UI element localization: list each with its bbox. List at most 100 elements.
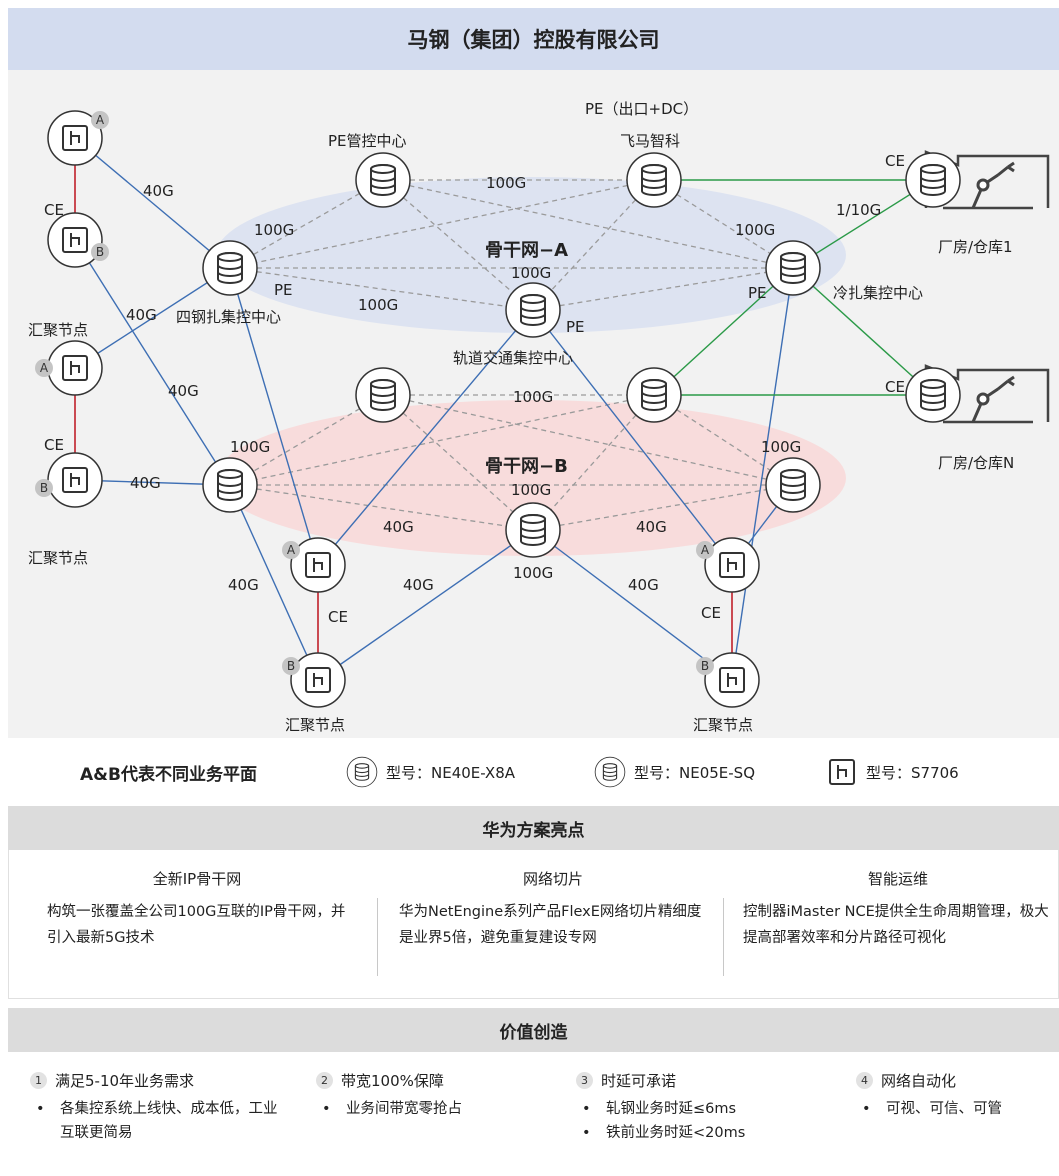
label-huiju: 汇聚节点: [693, 716, 753, 734]
value-item-title: 带宽100%保障: [341, 1072, 444, 1090]
label-huiju: 汇聚节点: [28, 321, 88, 339]
badge-b: B: [96, 245, 104, 259]
router-lengza: [765, 240, 821, 296]
value-item-title: 网络自动化: [881, 1072, 957, 1090]
label-pe: PE: [274, 281, 293, 299]
router-feima: [626, 152, 682, 208]
badge-a: A: [287, 543, 296, 557]
page-title: 马钢（集团）控股有限公司: [8, 8, 1059, 70]
label-ce: CE: [328, 608, 348, 626]
label-feima: 飞马智科: [620, 132, 680, 150]
label-pe: PE: [748, 284, 767, 302]
highlight-text: 华为NetEngine系列产品FlexE网络切片精细度是业界5倍，避免重复建设专…: [399, 904, 702, 946]
highlight-text: 构筑一张覆盖全公司100G互联的IP骨干网，并引入最新5G技术: [47, 904, 346, 946]
label-1-10g: 1/10G: [836, 201, 881, 219]
label-ce: CE: [885, 152, 905, 170]
highlight-title: 全新IP骨干网: [152, 870, 242, 888]
router-guidao: [505, 282, 561, 338]
router-ce-factory-1: [905, 152, 961, 208]
value-bullet: 铁前业务时延<20ms: [606, 1125, 746, 1141]
label-pe-exit: PE（出口+DC）: [585, 100, 698, 118]
router-b-3: [202, 457, 258, 513]
value-bullet: 各集控系统上线快、成本低，工业互联更简易: [60, 1101, 278, 1141]
badge-a: A: [701, 543, 710, 557]
label-100g: 100G: [358, 296, 398, 314]
switch-left-2a: [47, 340, 103, 396]
legend-model-3: 型号：S7706: [866, 764, 959, 782]
highlight-item: 网络切片 华为NetEngine系列产品FlexE网络切片精细度是业界5倍，避免…: [399, 850, 707, 951]
label-ce: CE: [44, 201, 64, 219]
label-ce: CE: [44, 436, 64, 454]
label-100g: 100G: [254, 221, 294, 239]
label-guidao: 轨道交通集控中心: [453, 349, 573, 367]
highlight-item: 智能运维 控制器iMaster NCE提供全生命周期管理，极大提高部署效率和分片…: [743, 850, 1053, 951]
badge-b: B: [701, 659, 709, 673]
backbone-b-zone: [216, 400, 846, 556]
label-pe: PE: [566, 318, 585, 336]
label-40g: 40G: [403, 576, 434, 594]
label-100g: 100G: [511, 264, 551, 282]
badge-a: A: [40, 361, 49, 375]
badge-b: B: [287, 659, 295, 673]
label-100g: 100G: [230, 438, 270, 456]
label-factory-n: 厂房/仓库N: [938, 454, 1014, 472]
legend-model-2: 型号：NE05E-SQ: [634, 764, 756, 782]
router-sigang: [202, 240, 258, 296]
factory-1-robot: [971, 161, 1015, 209]
label-100g: 100G: [761, 438, 801, 456]
router-b-2: [626, 367, 682, 423]
label-100g: 100G: [513, 388, 553, 406]
switch-left-2b: [47, 452, 103, 508]
label-pe-mgmt: PE管控中心: [328, 132, 407, 150]
label-40g: 40G: [168, 382, 199, 400]
router-model-icon: [594, 756, 626, 788]
backbone-b-links: [229, 394, 794, 531]
badge-a: A: [96, 113, 105, 127]
label-100g: 100G: [513, 564, 553, 582]
value-bullet: 可视、可信、可管: [886, 1101, 1002, 1117]
switch-bottom-1b: [290, 652, 346, 708]
label-100g: 100G: [486, 174, 526, 192]
legend-ab-note: A&B代表不同业务平面: [80, 765, 257, 785]
label-40g: 40G: [228, 576, 259, 594]
network-diagram: A B A B A B A B PE管控中心 PE（出口+DC） 飞马智科 四钢…: [8, 70, 1059, 738]
step-number: 1: [30, 1072, 47, 1089]
label-backbone-b: 骨干网−B: [485, 456, 568, 477]
switch-left-1b: [47, 212, 103, 268]
highlight-text: 控制器iMaster NCE提供全生命周期管理，极大提高部署效率和分片路径可视化: [743, 904, 1049, 946]
badge-b: B: [40, 481, 48, 495]
highlights-title: 华为方案亮点: [8, 806, 1059, 850]
label-100g: 100G: [511, 481, 551, 499]
value-item-title: 时延可承诺: [601, 1072, 677, 1090]
label-huiju: 汇聚节点: [285, 716, 345, 734]
factory-n-robot: [971, 375, 1015, 423]
label-huiju: 汇聚节点: [28, 549, 88, 567]
label-40g: 40G: [126, 306, 157, 324]
step-number: 2: [316, 1072, 333, 1089]
router-b-4: [505, 502, 561, 558]
value-bullet: 轧钢业务时延≤6ms: [606, 1101, 737, 1117]
router-ce-factory-n: [905, 367, 961, 423]
switch-model-icon: [829, 759, 855, 785]
label-40g: 40G: [130, 474, 161, 492]
router-pe-mgmt: [355, 152, 411, 208]
label-40g: 40G: [143, 182, 174, 200]
label-ce: CE: [885, 378, 905, 396]
divider: [723, 898, 724, 976]
switch-bottom-2b: [704, 652, 760, 708]
highlight-title: 网络切片: [522, 870, 583, 888]
value-item-title: 满足5-10年业务需求: [55, 1072, 195, 1090]
label-backbone-a: 骨干网−A: [485, 240, 568, 261]
router-b-1: [355, 367, 411, 423]
label-40g: 40G: [636, 518, 667, 536]
router-model-icon: [346, 756, 378, 788]
label-ce: CE: [701, 604, 721, 622]
value-title: 价值创造: [8, 1008, 1059, 1052]
divider: [377, 898, 378, 976]
highlights-panel: 全新IP骨干网 构筑一张覆盖全公司100G互联的IP骨干网，并引入最新5G技术 …: [8, 850, 1059, 999]
